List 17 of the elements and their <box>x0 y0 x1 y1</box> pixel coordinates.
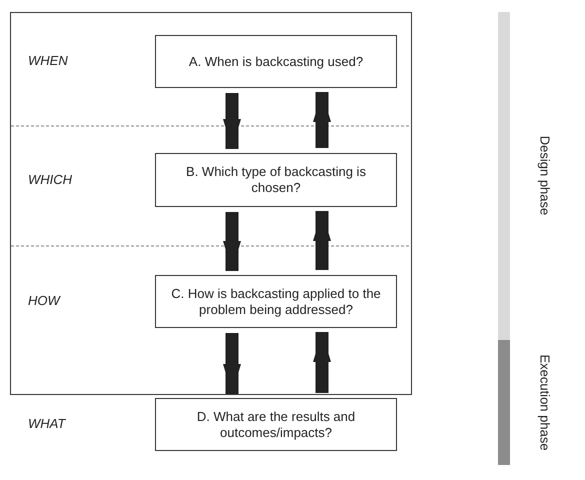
arrow <box>313 92 331 148</box>
arrow <box>313 211 331 270</box>
frame-box <box>10 12 412 395</box>
level-label: HOW <box>28 293 60 308</box>
question-box: C. How is backcasting applied to the problem being addressed? <box>155 275 397 328</box>
arrow <box>223 212 241 271</box>
arrow <box>313 332 331 393</box>
level-label: WHEN <box>28 53 68 68</box>
question-box: D. What are the results and outcomes/impacts? <box>155 398 397 451</box>
level-label: WHAT <box>28 416 66 431</box>
arrow <box>223 333 241 394</box>
arrow <box>223 93 241 149</box>
level-label: WHICH <box>28 172 72 187</box>
phase-label: Execution phase <box>538 352 552 452</box>
question-box: B. Which type of backcasting is chosen? <box>155 153 397 207</box>
phase-label: Design phase <box>538 134 552 218</box>
question-box: A. When is backcasting used? <box>155 35 397 88</box>
